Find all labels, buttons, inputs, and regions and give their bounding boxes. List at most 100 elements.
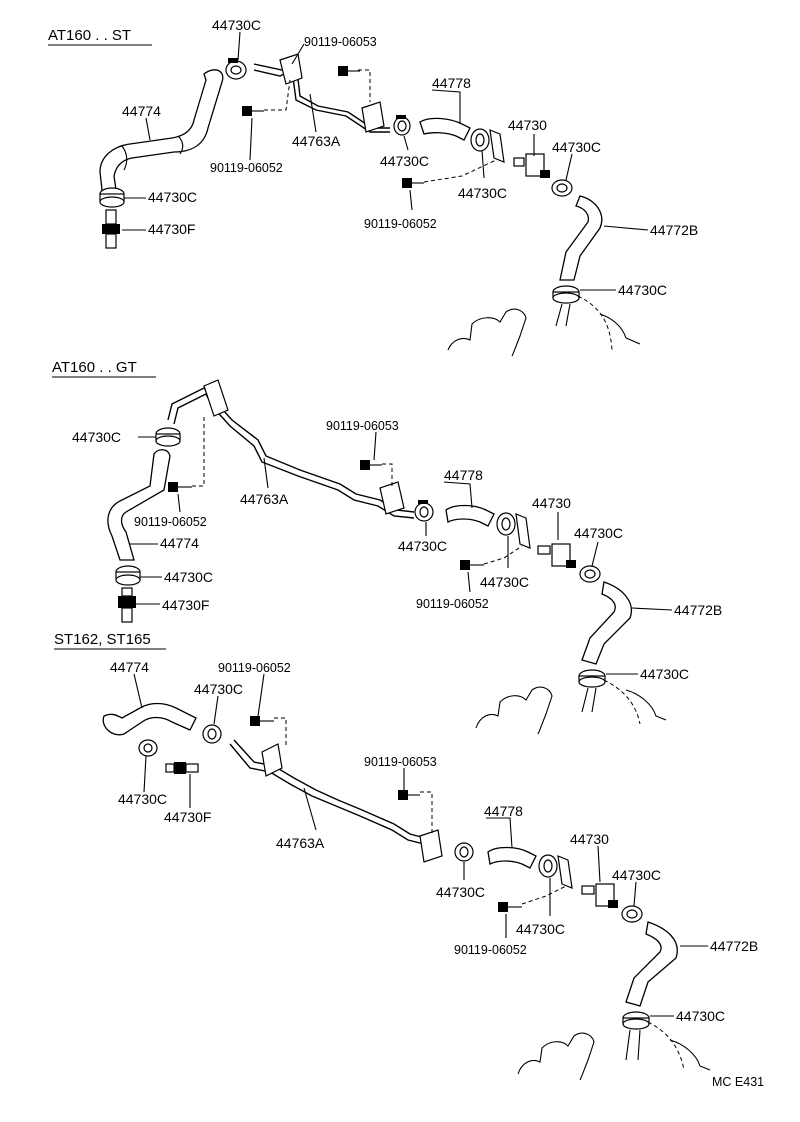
label-clamp-top: 44730C	[212, 17, 261, 33]
hose-clamp-icon	[155, 427, 181, 447]
section-at160-gt: AT160 . . GT	[52, 359, 667, 735]
bolt-icon	[460, 560, 484, 570]
bolt-icon	[338, 66, 360, 76]
pipe-bracket-icon	[167, 379, 415, 519]
hose-clamp-icon	[414, 500, 434, 522]
hose-icon	[487, 846, 537, 869]
label-pipe: 44763A	[292, 133, 341, 149]
hose-clamp-icon	[622, 1011, 650, 1030]
label-bolt-bracket: 90119-06052	[364, 217, 437, 231]
hose-clamp-icon	[579, 565, 601, 583]
section-2-labels: 44730C 90119-06053 44778 90119-06052 447…	[72, 419, 722, 682]
label-bolt-left: 90119-06052	[218, 661, 291, 675]
label-hose-right: 44772B	[710, 938, 758, 954]
vacuum-valve-icon	[496, 512, 576, 568]
hose-clamp-icon	[99, 187, 125, 208]
label-bolt-bracket: 90119-06052	[416, 597, 489, 611]
hose-icon	[99, 69, 224, 191]
bolt-icon	[250, 716, 274, 726]
label-clamp-bracket: 44730C	[458, 185, 507, 201]
hose-clamp-icon	[454, 842, 474, 862]
label-clamp-bracket: 44730C	[480, 574, 529, 590]
hose-clamp-icon	[551, 179, 573, 197]
bolt-icon	[498, 902, 522, 912]
label-clamp-mid: 44730C	[398, 538, 447, 554]
section-1-labels: 44730C 90119-06053 44774 44763A 90119-06…	[122, 17, 698, 298]
engine-outline-icon	[447, 308, 641, 357]
label-pipe: 44763A	[276, 835, 325, 851]
hose-clamp-icon	[225, 58, 247, 80]
label-pipe: 44763A	[240, 491, 289, 507]
label-clamp-top: 44730C	[194, 681, 243, 697]
pipe-bracket-icon	[229, 739, 443, 863]
hose-clamp-icon	[138, 739, 158, 757]
label-clamp-mid: 44730C	[436, 884, 485, 900]
bolt-icon	[168, 482, 192, 492]
label-clamp-valve-right: 44730C	[612, 867, 661, 883]
label-hose-short: 44778	[484, 803, 523, 819]
bolt-icon	[398, 790, 420, 800]
union-fitting-icon	[165, 762, 199, 774]
bolt-icon	[402, 178, 424, 188]
label-union: 44730F	[162, 597, 209, 613]
label-clamp-left-bottom: 44730C	[164, 569, 213, 585]
label-hose-left: 44774	[122, 103, 161, 119]
hose-icon	[107, 449, 171, 561]
label-bolt-bracket: 90119-06052	[454, 943, 527, 957]
hose-icon	[445, 504, 495, 527]
label-bolt-top: 90119-06053	[304, 35, 377, 49]
label-valve: 44730	[508, 117, 547, 133]
label-clamp-left-top: 44730C	[72, 429, 121, 445]
section-title: AT160 . . GT	[52, 359, 137, 376]
union-fitting-icon	[118, 587, 136, 623]
figure-code: MC E431	[712, 1075, 764, 1089]
label-clamp-bracket: 44730C	[516, 921, 565, 937]
label-clamp-valve-right: 44730C	[574, 525, 623, 541]
label-union: 44730F	[164, 809, 211, 825]
label-hose-short: 44778	[444, 467, 483, 483]
hose-icon	[102, 702, 197, 736]
hose-clamp-icon	[621, 905, 643, 923]
label-clamp-left-bottom: 44730C	[148, 189, 197, 205]
hose-icon	[419, 117, 471, 141]
label-hose-short: 44778	[432, 75, 471, 91]
bolt-icon	[242, 106, 264, 116]
label-valve: 44730	[570, 831, 609, 847]
hose-icon	[559, 195, 603, 281]
label-union: 44730F	[148, 221, 195, 237]
label-bolt-top: 90119-06053	[326, 419, 399, 433]
vacuum-valve-icon	[470, 128, 550, 178]
section-title: ST162, ST165	[54, 631, 151, 648]
label-bolt-top: 90119-06053	[364, 755, 437, 769]
label-clamp-mid: 44730C	[380, 153, 429, 169]
label-bolt-left: 90119-06052	[210, 161, 283, 175]
hose-clamp-icon	[115, 565, 141, 586]
label-bolt-left: 90119-06052	[134, 515, 207, 529]
label-hose-left: 44774	[110, 659, 149, 675]
label-clamp-engine: 44730C	[676, 1008, 725, 1024]
section-title: AT160 . . ST	[48, 27, 131, 44]
label-clamp-left-bottom: 44730C	[118, 791, 167, 807]
hose-icon	[581, 581, 632, 665]
hose-clamp-icon	[578, 669, 606, 688]
label-hose-right: 44772B	[674, 602, 722, 618]
pipe-bracket-icon	[253, 53, 390, 133]
label-clamp-engine: 44730C	[640, 666, 689, 682]
label-clamp-engine: 44730C	[618, 282, 667, 298]
section-at160-st: AT160 . . ST	[48, 27, 641, 357]
hose-clamp-icon	[552, 285, 580, 304]
label-hose-right: 44772B	[650, 222, 698, 238]
engine-outline-icon	[475, 686, 667, 735]
hose-clamp-icon	[393, 115, 411, 136]
hose-icon	[625, 921, 678, 1007]
label-hose-left: 44774	[160, 535, 199, 551]
section-3-labels: 44774 90119-06052 44730C 90119-06053 447…	[110, 659, 758, 1024]
section-st162-st165: ST162, ST165	[54, 631, 711, 1081]
union-fitting-icon	[102, 209, 120, 249]
hose-clamp-icon	[202, 724, 222, 744]
vacuum-valve-icon	[538, 854, 618, 908]
label-clamp-valve-right: 44730C	[552, 139, 601, 155]
label-valve: 44730	[532, 495, 571, 511]
bolt-icon	[360, 460, 382, 470]
